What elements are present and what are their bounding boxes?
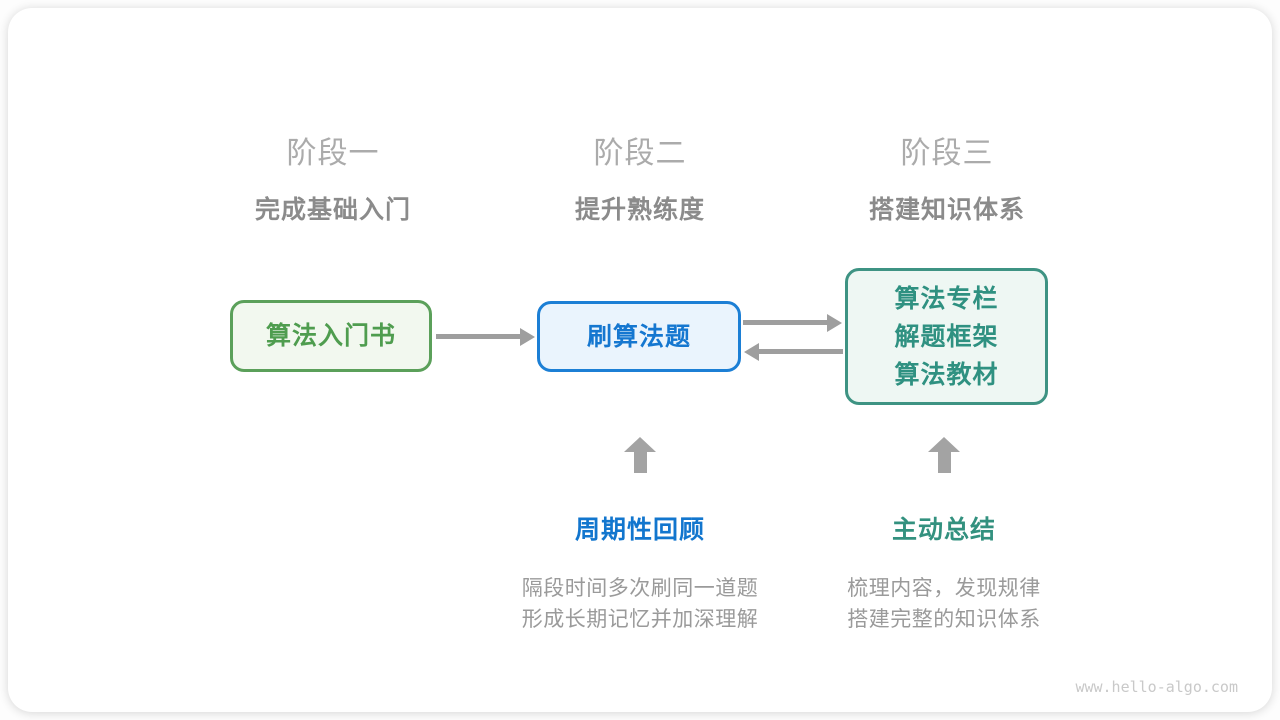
arrow-stage2-to-stage3-icon: [743, 313, 842, 332]
up-arrow-summarize-head: [928, 437, 960, 452]
node-advanced-line-1: 算法专栏: [894, 284, 999, 313]
annotation-review-desc-line-1: 隔段时间多次刷同一道题: [521, 577, 759, 600]
stage3-subtitle: 搭建知识体系: [868, 196, 1025, 224]
annotation-summarize: 主动总结 梳理内容，发现规律 搭建完整的知识体系: [794, 510, 1094, 635]
arrow-stage3-to-stage2-icon: [744, 342, 843, 361]
stage2-subtitle: 提升熟练度: [574, 196, 705, 224]
annotation-summarize-label: 主动总结: [891, 516, 996, 544]
stage1-title: 阶段一: [286, 137, 380, 170]
annotation-review-desc-line-2: 形成长期记忆并加深理解: [521, 608, 759, 631]
up-arrow-review-stem: [633, 452, 647, 473]
annotation-summarize-desc-line-1: 梳理内容，发现规律: [847, 577, 1041, 600]
node-intro-book-label: 算法入门书: [265, 322, 396, 350]
stage1-subtitle: 完成基础入门: [254, 196, 411, 224]
up-arrow-summarize-icon: [928, 437, 960, 473]
arrow-stage1-to-stage2-icon: [436, 327, 535, 346]
node-advanced-materials: 算法专栏 解题框架 算法教材: [845, 268, 1048, 405]
node-advanced-line-3: 算法教材: [894, 360, 999, 389]
annotation-review-label: 周期性回顾: [574, 516, 705, 544]
up-arrow-summarize-stem: [937, 452, 951, 473]
annotation-summarize-desc-line-2: 搭建完整的知识体系: [847, 608, 1041, 631]
stage3-title: 阶段三: [900, 137, 994, 170]
stage1-header: 阶段一 完成基础入门: [183, 128, 483, 226]
stage2-title: 阶段二: [593, 137, 687, 170]
node-advanced-line-2: 解题框架: [894, 322, 999, 351]
up-arrow-review-icon: [624, 437, 656, 473]
stage3-header: 阶段三 搭建知识体系: [797, 128, 1097, 226]
node-intro-book: 算法入门书: [230, 300, 432, 372]
annotation-review: 周期性回顾 隔段时间多次刷同一道题 形成长期记忆并加深理解: [490, 510, 790, 635]
up-arrow-review-head: [624, 437, 656, 452]
watermark-url: www.hello-algo.com: [1075, 678, 1238, 696]
annotation-summarize-desc: 梳理内容，发现规律 搭建完整的知识体系: [794, 573, 1094, 635]
annotation-review-desc: 隔段时间多次刷同一道题 形成长期记忆并加深理解: [490, 573, 790, 635]
node-practice-problems: 刷算法题: [537, 301, 741, 372]
stage2-header: 阶段二 提升熟练度: [490, 128, 790, 226]
node-practice-problems-label: 刷算法题: [586, 322, 691, 351]
